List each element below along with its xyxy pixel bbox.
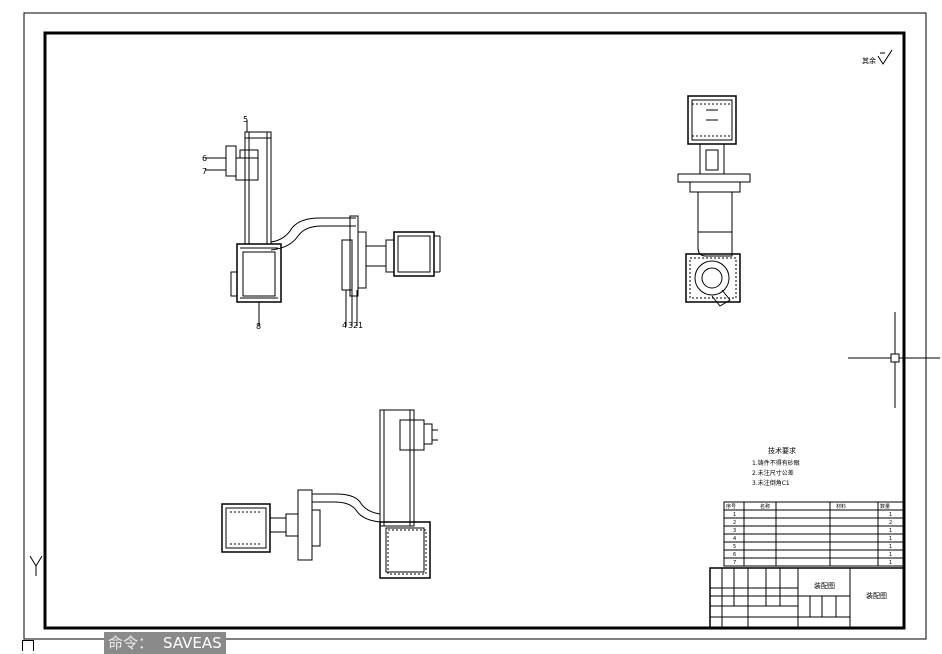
svg-text:6: 6	[202, 154, 207, 163]
svg-text:7: 7	[202, 167, 207, 176]
bom-cell-qty: 1	[889, 528, 892, 534]
title-block	[709, 567, 905, 629]
svg-text:8: 8	[256, 322, 261, 331]
svg-text:1: 1	[358, 321, 363, 330]
drawing-frame	[43, 31, 906, 630]
svg-text:5: 5	[243, 115, 248, 124]
technical-requirements: 技术要求 1.铸件不得有砂眼 2.未注尺寸公差 3.未注倒角C1	[752, 446, 800, 487]
bom-header-cell: 数量	[880, 503, 890, 510]
command-prompt: 命令：	[108, 634, 154, 652]
tech-req-item-3: 3.未注倒角C1	[752, 479, 790, 487]
bom-cell-qty: 2	[889, 520, 892, 526]
bom-cell-qty: 1	[889, 560, 892, 566]
command-line[interactable]: 命令： SAVEAS	[104, 632, 226, 654]
bom-text: 序号 名称 数量 材料 1 1 2 2 3 1 4 1 5 1 6 1 7 1	[726, 503, 892, 566]
title-block-name: 装配图	[814, 581, 835, 590]
bom-cell-qty: 1	[889, 536, 892, 542]
surface-roughness-mark: 其余	[862, 49, 893, 65]
bom-cell-qty: 1	[889, 544, 892, 550]
tech-req-title: 技术要求	[768, 446, 796, 455]
svg-text:4: 4	[342, 321, 347, 330]
tech-req-item-2: 2.未注尺寸公差	[752, 469, 794, 477]
bom-cell-no: 4	[733, 536, 736, 542]
bom-table	[723, 501, 905, 567]
assembly-view-front[interactable]	[205, 120, 441, 326]
bom-cell-qty: 1	[889, 512, 892, 518]
svg-text:2: 2	[353, 321, 358, 330]
ucs-icon	[29, 555, 43, 576]
bom-header-cell: 材料	[836, 503, 846, 510]
sheet-outer-border	[23, 12, 927, 640]
ucs-origin-box	[22, 640, 34, 651]
part-number-labels: 5 6 7 8 4 3 2 1	[202, 115, 363, 331]
bom-cell-qty: 1	[889, 552, 892, 558]
command-value: SAVEAS	[163, 634, 222, 652]
bom-header-cell: 序号	[726, 503, 736, 510]
surface-mark-text: 其余	[862, 56, 876, 65]
svg-text:3: 3	[348, 321, 353, 330]
bom-cell-no: 1	[733, 512, 736, 518]
bom-cell-no: 5	[733, 544, 736, 550]
tech-req-item-1: 1.铸件不得有砂眼	[752, 459, 800, 467]
bom-header-cell: 名称	[760, 503, 770, 510]
assembly-view-side[interactable]	[677, 95, 751, 307]
bom-cell-no: 6	[733, 552, 736, 558]
crosshair-cursor	[848, 312, 940, 408]
bom-cell-no: 7	[733, 560, 736, 566]
bom-cell-no: 2	[733, 520, 736, 526]
assembly-view-top[interactable]	[221, 409, 438, 579]
bom-cell-no: 3	[733, 528, 736, 534]
title-block-title: 装配图	[866, 591, 887, 600]
